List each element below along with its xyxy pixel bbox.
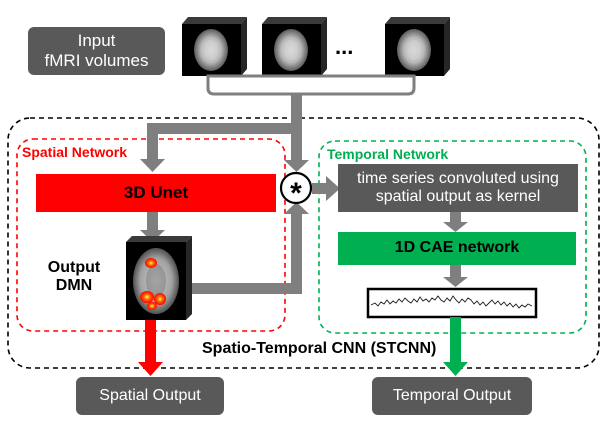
convolution-operator bbox=[279, 171, 313, 205]
time-series-line2: spatial output as kernel bbox=[375, 188, 541, 205]
time-series-line1: time series convoluted using bbox=[357, 169, 559, 187]
unet-label: 3D Unet bbox=[123, 183, 189, 203]
temporal-network-title: Temporal Network bbox=[327, 146, 449, 162]
temporal-output-box: Temporal Output bbox=[372, 377, 532, 415]
cae-label: 1D CAE network bbox=[394, 239, 520, 257]
spatial-network-title: Spatial Network bbox=[22, 144, 128, 160]
cae-block bbox=[338, 232, 576, 265]
convolution-symbol: * bbox=[290, 176, 302, 210]
temporal-output-arrow bbox=[443, 317, 468, 376]
output-dmn-line2: DMN bbox=[55, 277, 93, 294]
spatial-output-arrow bbox=[138, 320, 163, 376]
output-dmn-label: Output DMN bbox=[34, 254, 114, 300]
spatial-output-box: Spatial Output bbox=[76, 377, 224, 415]
stcnn-outer-box bbox=[7, 117, 600, 369]
waveform-box bbox=[366, 287, 538, 319]
output-dmn-volume bbox=[126, 236, 192, 320]
volume-ellipsis: ... bbox=[335, 34, 354, 59]
input-label-line2: fMRI volumes bbox=[44, 51, 149, 70]
input-label-line1: Input bbox=[77, 31, 116, 51]
input-label-box: Input fMRI volumes bbox=[28, 27, 165, 75]
fmri-volume-2 bbox=[262, 17, 327, 76]
time-series-signal bbox=[370, 295, 533, 309]
fmri-volume-3 bbox=[385, 17, 450, 76]
unet-block bbox=[36, 174, 276, 212]
stcnn-label: Spatio-Temporal CNN (STCNN) bbox=[202, 340, 437, 357]
output-dmn-line1: Output bbox=[47, 258, 101, 276]
fmri-volume-1 bbox=[182, 17, 247, 76]
time-series-box: time series convoluted using spatial out… bbox=[338, 164, 578, 212]
data-flow-arrows bbox=[140, 74, 468, 294]
